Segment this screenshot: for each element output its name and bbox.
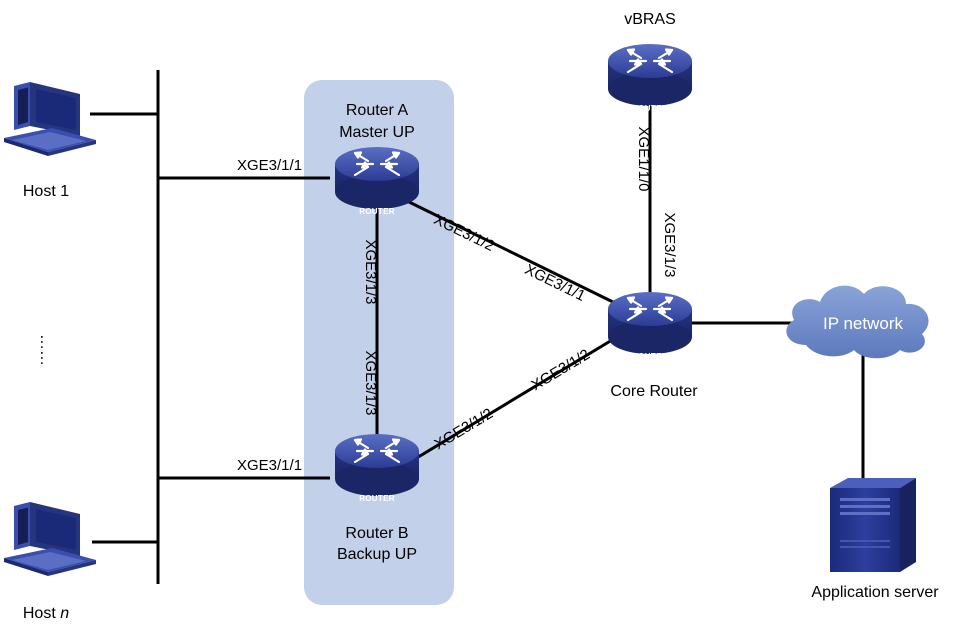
ip-network-label: IP network — [823, 314, 904, 333]
router-icon — [333, 145, 421, 211]
router-b-core-link — [404, 338, 613, 467]
router-a-role: Master UP — [339, 124, 415, 141]
core-router: ROUTER Core Router — [606, 290, 698, 400]
port-core-to-b: XGE3/1/2 — [528, 346, 593, 394]
router-b-role: Backup UP — [337, 546, 417, 563]
host-n: Host n — [4, 502, 96, 622]
port-core-to-vbras: XGE3/1/3 — [661, 212, 678, 277]
ip-network: IP network — [786, 285, 929, 359]
router-icon — [606, 290, 694, 356]
vbras-name: vBRAS — [624, 11, 676, 28]
host-1-label: Host 1 — [23, 183, 69, 200]
port-b-to-a: XGE3/1/3 — [362, 350, 379, 415]
router-a-name: Router A — [346, 102, 409, 119]
core-router-badge: ROUTER — [632, 352, 668, 361]
cloud-icon — [786, 285, 929, 359]
port-core-to-a: XGE3/1/1 — [522, 261, 588, 305]
port-vbras-to-core: XGE1/1/0 — [635, 126, 652, 191]
port-a-lan: XGE3/1/1 — [237, 157, 302, 174]
vbras: vBRAS ROUTER — [606, 11, 694, 113]
router-a-badge: ROUTER — [359, 207, 395, 216]
tower-server-icon — [830, 478, 916, 572]
host-n-label: Host n — [23, 605, 69, 622]
application-server-label: Application server — [811, 584, 939, 601]
vbras-badge: ROUTER — [632, 104, 668, 113]
router-b-badge: ROUTER — [359, 494, 395, 503]
core-router-name: Core Router — [610, 383, 698, 400]
router-b-name: Router B — [345, 525, 408, 542]
router-b: ROUTER Router B Backup UP — [333, 432, 421, 563]
desktop-computer-icon — [4, 82, 96, 156]
port-b-lan: XGE3/1/1 — [237, 457, 302, 474]
router-icon — [333, 432, 421, 498]
router-icon — [606, 42, 694, 108]
hosts-ellipsis: …… — [37, 334, 54, 366]
router-a: Router A Master UP ROUTER — [333, 102, 421, 216]
desktop-computer-icon — [4, 502, 96, 576]
router-a-core-link — [404, 198, 616, 305]
host-1: Host 1 — [4, 82, 96, 200]
links — [90, 70, 865, 584]
application-server: Application server — [811, 478, 939, 601]
port-a-to-b: XGE3/1/3 — [362, 239, 379, 304]
